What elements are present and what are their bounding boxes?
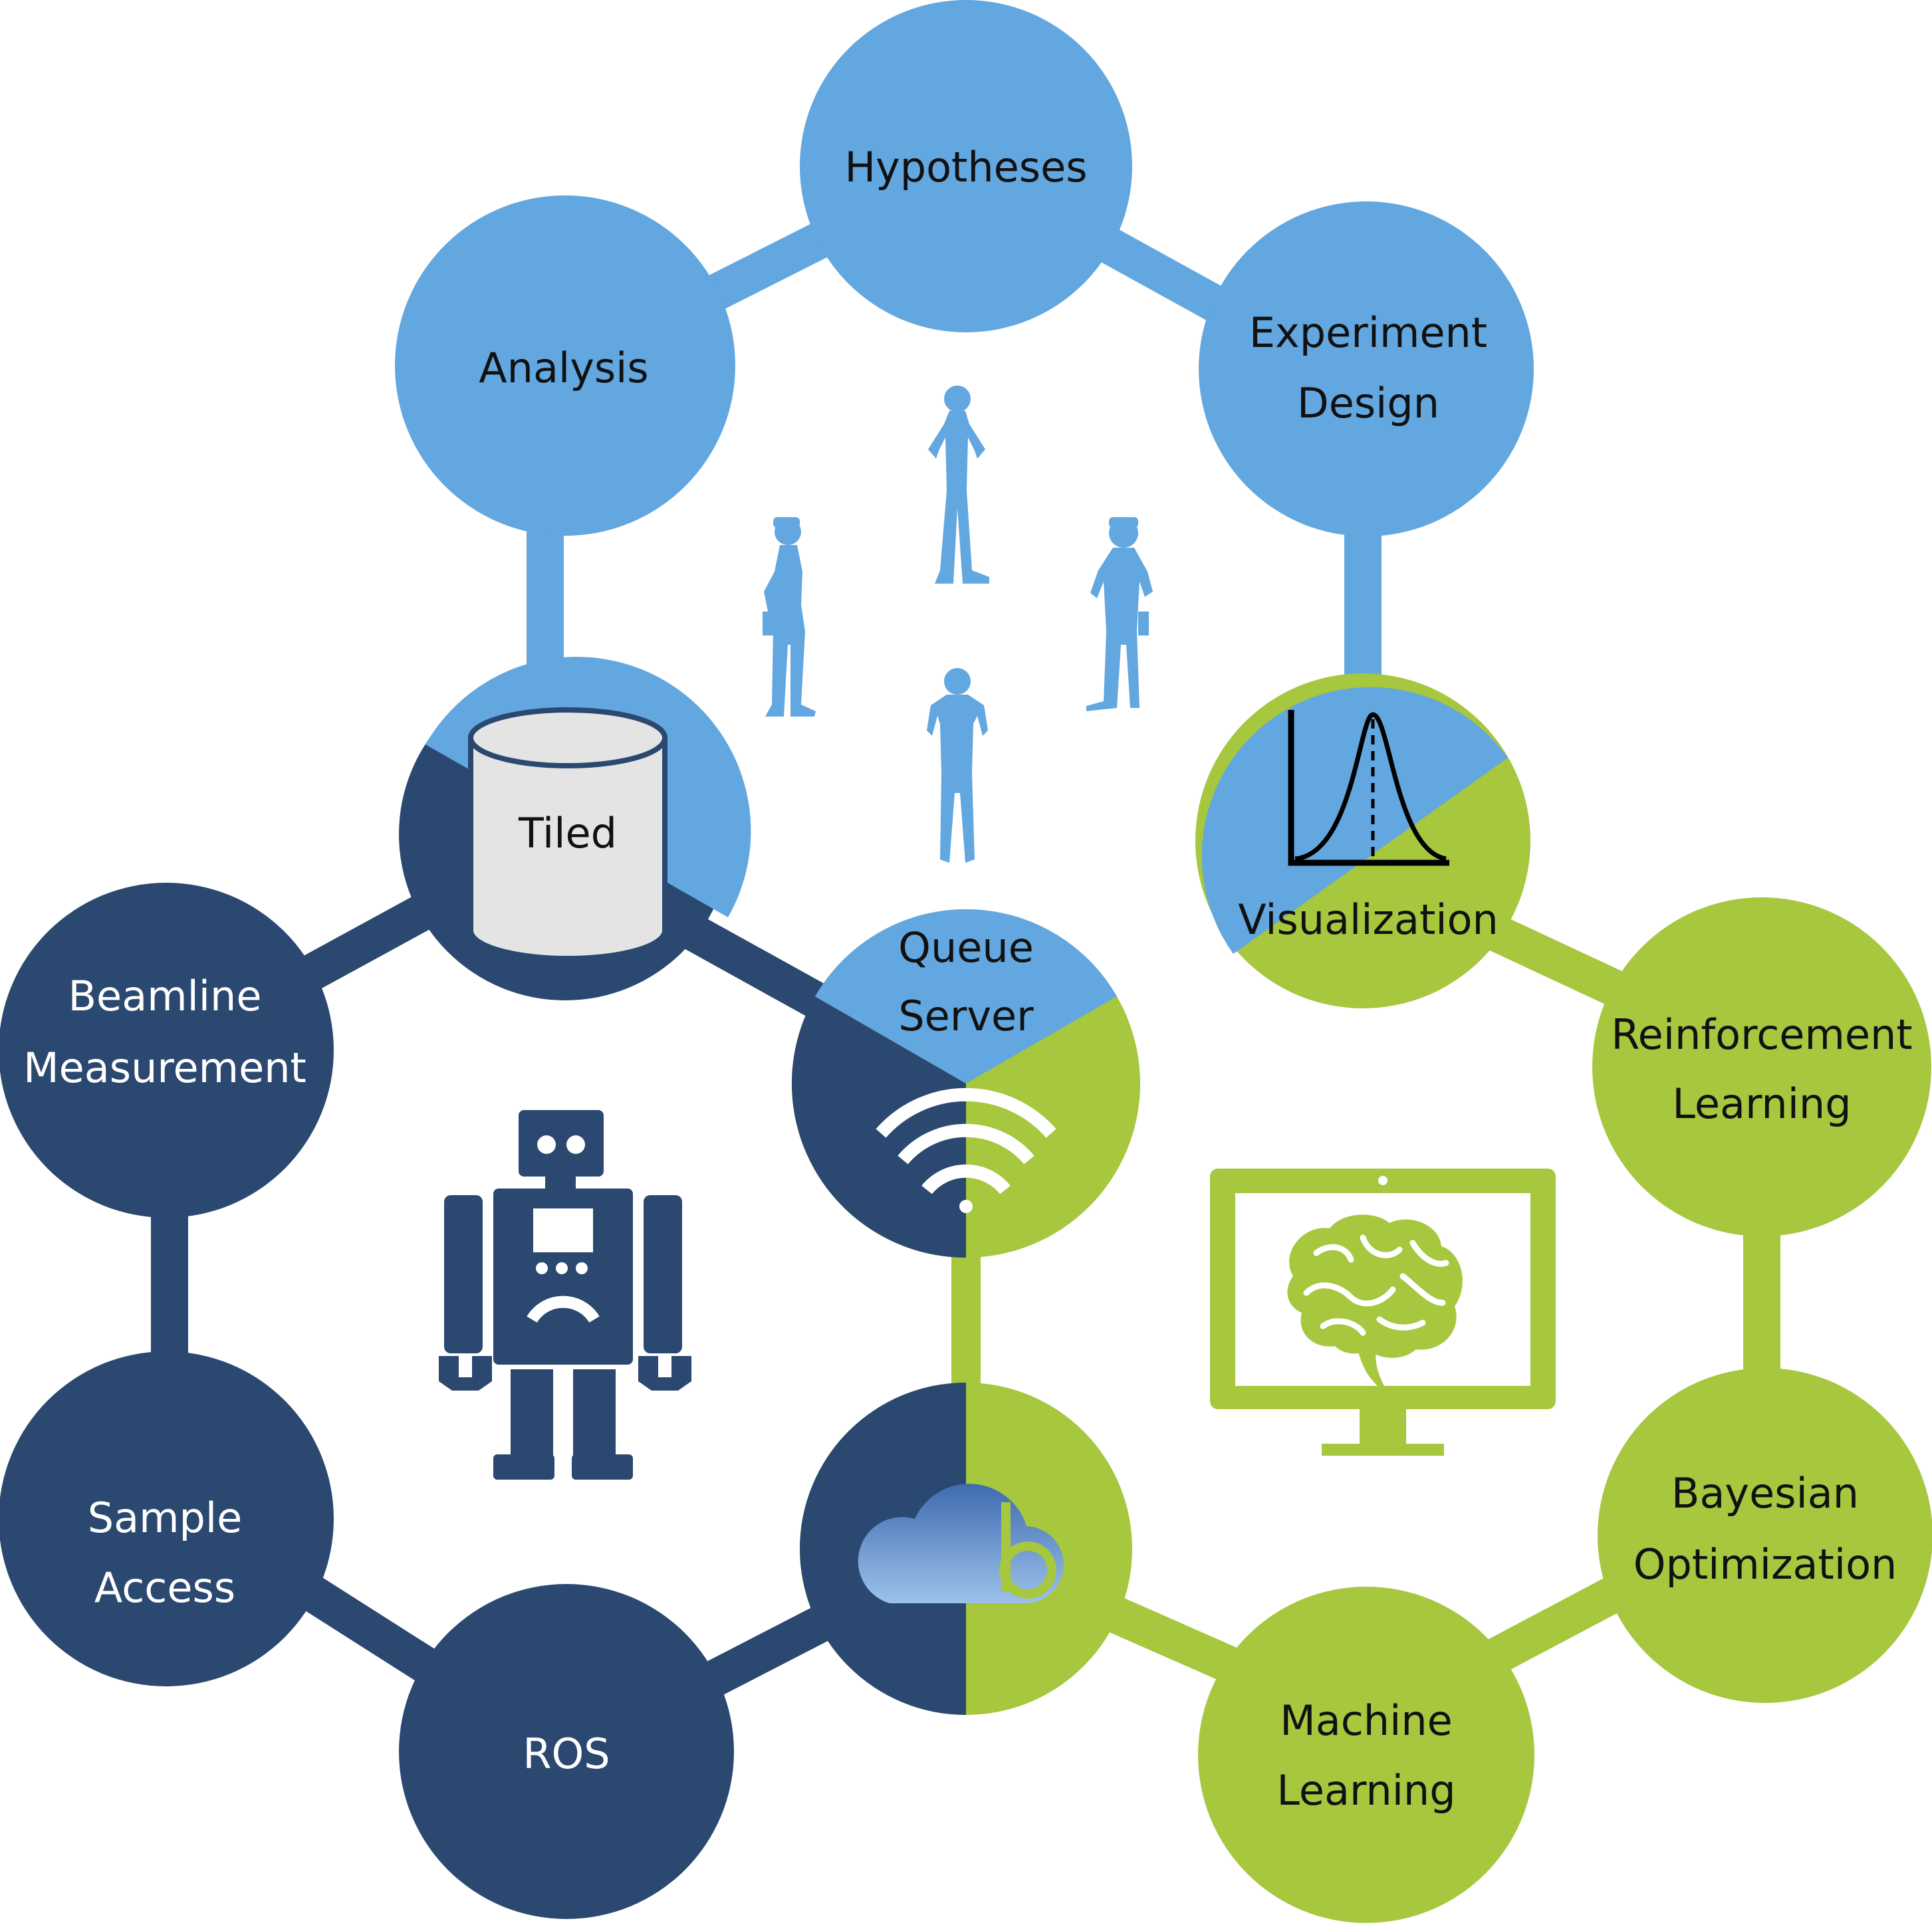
node-sample-access-label-2: Access <box>94 1563 235 1612</box>
node-analysis-label: Analysis <box>479 344 648 392</box>
node-experiment-design: Experiment Design <box>1199 201 1534 536</box>
node-reinforcement-learning: Reinforcement Learning <box>1592 897 1931 1236</box>
node-ros: ROS <box>399 1584 734 1919</box>
brain-icon <box>1287 1214 1463 1386</box>
person-worker-right <box>1086 517 1153 711</box>
node-reinforcement-learning-label-2: Learning <box>1672 1079 1851 1128</box>
node-machine-learning-label-2: Learning <box>1276 1766 1455 1815</box>
node-queue-server-label-1: Queue <box>898 923 1034 972</box>
database-cylinder-icon: Tiled <box>468 707 667 961</box>
person-standing-top <box>928 386 989 584</box>
wifi-icon <box>876 1087 1056 1213</box>
monitor-brain-icon <box>1210 1169 1556 1456</box>
node-analysis: Analysis <box>395 195 735 536</box>
node-sample-access-label-1: Sample <box>88 1494 242 1542</box>
node-bayesian-optimization-label-1: Bayesian <box>1671 1469 1859 1518</box>
node-beamline-measurement-label-2: Measurement <box>23 1044 306 1092</box>
distribution-curve-icon <box>1288 710 1449 866</box>
node-hypotheses-label: Hypotheses <box>844 143 1087 191</box>
node-experiment-design-label-2: Design <box>1297 379 1439 427</box>
robot-icon <box>439 1110 691 1480</box>
node-experiment-design-label-1: Experiment <box>1249 308 1487 357</box>
node-visualization-label: Visualization <box>1238 895 1499 944</box>
node-sample-access: Sample Access <box>0 1351 334 1686</box>
node-hypotheses: Hypotheses <box>800 0 1132 332</box>
node-beamline-measurement-label-1: Beamline <box>68 972 262 1020</box>
node-queue-server-label-2: Server <box>898 992 1034 1040</box>
node-bayesian-optimization: Bayesian Optimization <box>1598 1368 1932 1703</box>
node-machine-learning: Machine Learning <box>1198 1587 1534 1923</box>
node-ros-label: ROS <box>523 1730 610 1778</box>
node-beamline-measurement: Beamline Measurement <box>0 883 334 1218</box>
node-machine-learning-label-1: Machine <box>1280 1696 1453 1745</box>
node-visualization <box>1195 673 1530 1008</box>
node-tiled-label: Tiled <box>518 809 617 857</box>
people-group-icon <box>763 386 1153 863</box>
node-reinforcement-learning-label-1: Reinforcement <box>1611 1010 1912 1059</box>
node-queue-server: Queue Server <box>791 909 1140 1258</box>
bluesky-cloud-logo <box>858 1484 1064 1604</box>
node-bayesian-optimization-label-2: Optimization <box>1633 1540 1897 1589</box>
person-worker-left <box>763 517 816 717</box>
person-standing-bottom <box>927 668 988 863</box>
